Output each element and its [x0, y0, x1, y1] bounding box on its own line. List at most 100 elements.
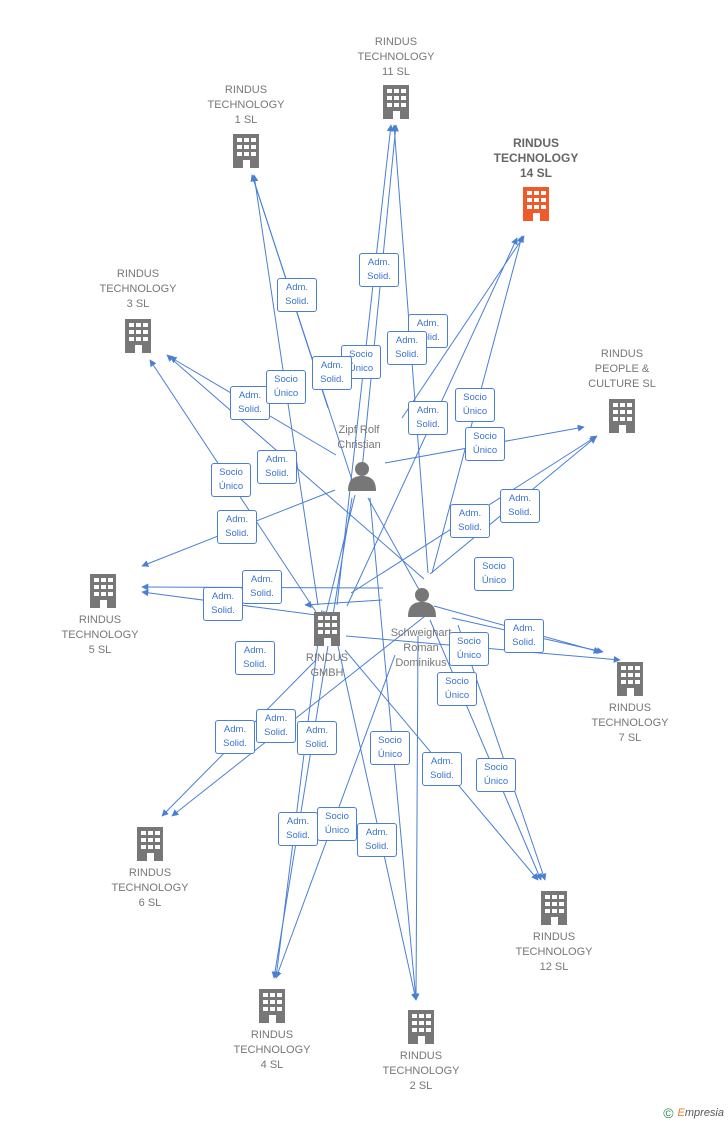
role-text: Único — [456, 650, 482, 661]
role-badge[interactable]: Adm.Solid. — [357, 823, 397, 857]
person-icon[interactable] — [408, 588, 436, 617]
role-text: Solid. — [395, 349, 419, 360]
company-building-icon[interactable] — [137, 827, 163, 861]
role-text: Solid. — [430, 770, 454, 781]
role-text: Adm. — [211, 591, 235, 602]
company-building-icon[interactable] — [383, 85, 409, 119]
role-badge[interactable]: Adm.Solid. — [215, 720, 255, 754]
role-text: Solid. — [243, 659, 267, 670]
company-building-icon[interactable] — [617, 662, 643, 696]
role-text: Socio — [349, 349, 373, 360]
role-badge[interactable]: Adm. Solid. — [359, 253, 399, 287]
brand-logo[interactable]: Empresia — [677, 1107, 724, 1119]
name-line: Zipf Rolf — [338, 424, 380, 436]
company-name[interactable]: RINDUS TECHNOLOGY 11 SL — [331, 35, 461, 80]
role-badge[interactable]: Adm.Solid. — [297, 721, 337, 755]
name-line: TECHNOLOGY — [233, 1044, 311, 1056]
role-text: Adm. — [416, 318, 440, 329]
company-building-icon[interactable] — [259, 989, 285, 1023]
role-text: Adm. — [238, 390, 262, 401]
name-line: TECHNOLOGY — [207, 99, 285, 111]
company-building-icon[interactable] — [314, 612, 340, 646]
role-text: Socio — [457, 636, 481, 647]
edge-line — [171, 608, 435, 817]
role-badge[interactable]: Adm.Solid. — [217, 510, 257, 544]
role-badge[interactable]: Adm. Solid. — [422, 752, 462, 786]
role-text: Solid. — [286, 830, 310, 841]
role-badge[interactable]: Adm.Solid. — [450, 504, 490, 538]
role-badge[interactable]: Adm.Solid. — [312, 356, 352, 390]
name-line: Schweighart — [390, 627, 452, 639]
role-text: Solid. — [285, 296, 309, 307]
role-badge[interactable]: Adm.Solid. — [257, 450, 297, 484]
role-badge[interactable]: Adm.Solid. — [504, 619, 544, 653]
edge-line — [367, 497, 423, 596]
role-text: Adm. — [285, 282, 309, 293]
company-building-icon[interactable] — [125, 319, 151, 353]
name-line: TECHNOLOGY — [357, 51, 435, 63]
role-badge[interactable]: Adm.Solid. — [408, 401, 448, 435]
name-line: TECHNOLOGY — [493, 151, 579, 165]
name-line: RINDUS — [374, 36, 418, 48]
role-badge[interactable]: Adm.Solid. — [256, 709, 296, 743]
role-text: Adm. — [250, 574, 274, 585]
company-building-icon[interactable] — [541, 891, 567, 925]
role-badge[interactable]: Adm. Solid. — [277, 278, 317, 312]
edge-line — [457, 624, 547, 881]
name-line: CULTURE SL — [588, 378, 656, 390]
role-badge[interactable]: Adm.Solid. — [235, 641, 275, 675]
role-text: Solid. — [512, 637, 536, 648]
role-text: Socio — [482, 561, 506, 572]
role-text: Único — [483, 776, 509, 787]
role-text: Socio — [445, 676, 469, 687]
role-text: Solid. — [458, 522, 482, 533]
role-text: Solid. — [367, 271, 391, 282]
name-line: TECHNOLOGY — [382, 1065, 460, 1077]
company-building-icon[interactable] — [609, 399, 635, 433]
edge-line — [429, 619, 542, 881]
role-text: Socio — [473, 431, 497, 442]
role-text: Único — [324, 825, 350, 836]
role-badge[interactable]: Adm.Solid. — [500, 489, 540, 523]
role-text: Único — [377, 749, 403, 760]
company-building-icon[interactable] — [523, 187, 549, 221]
role-badge[interactable]: Adm.Solid. — [203, 587, 243, 621]
company-building-icon[interactable] — [233, 134, 259, 168]
role-badge[interactable]: Adm.Solid. — [242, 570, 282, 604]
company-building-icon[interactable] — [408, 1010, 434, 1044]
role-badge[interactable]: Adm. Solid. — [387, 331, 427, 365]
role-text: Adm. — [430, 756, 454, 767]
edge-line — [359, 124, 399, 491]
company-building-icon[interactable] — [90, 574, 116, 608]
role-text: Socio — [463, 392, 487, 403]
role-badge[interactable]: Adm.Solid. — [278, 812, 318, 846]
name-line: 11 SL — [382, 66, 410, 78]
role-badge[interactable]: Adm.Solid. — [230, 386, 270, 420]
role-text: Adm. — [395, 335, 419, 346]
role-text: Adm. — [367, 257, 391, 268]
name-line: TECHNOLOGY — [111, 882, 189, 894]
